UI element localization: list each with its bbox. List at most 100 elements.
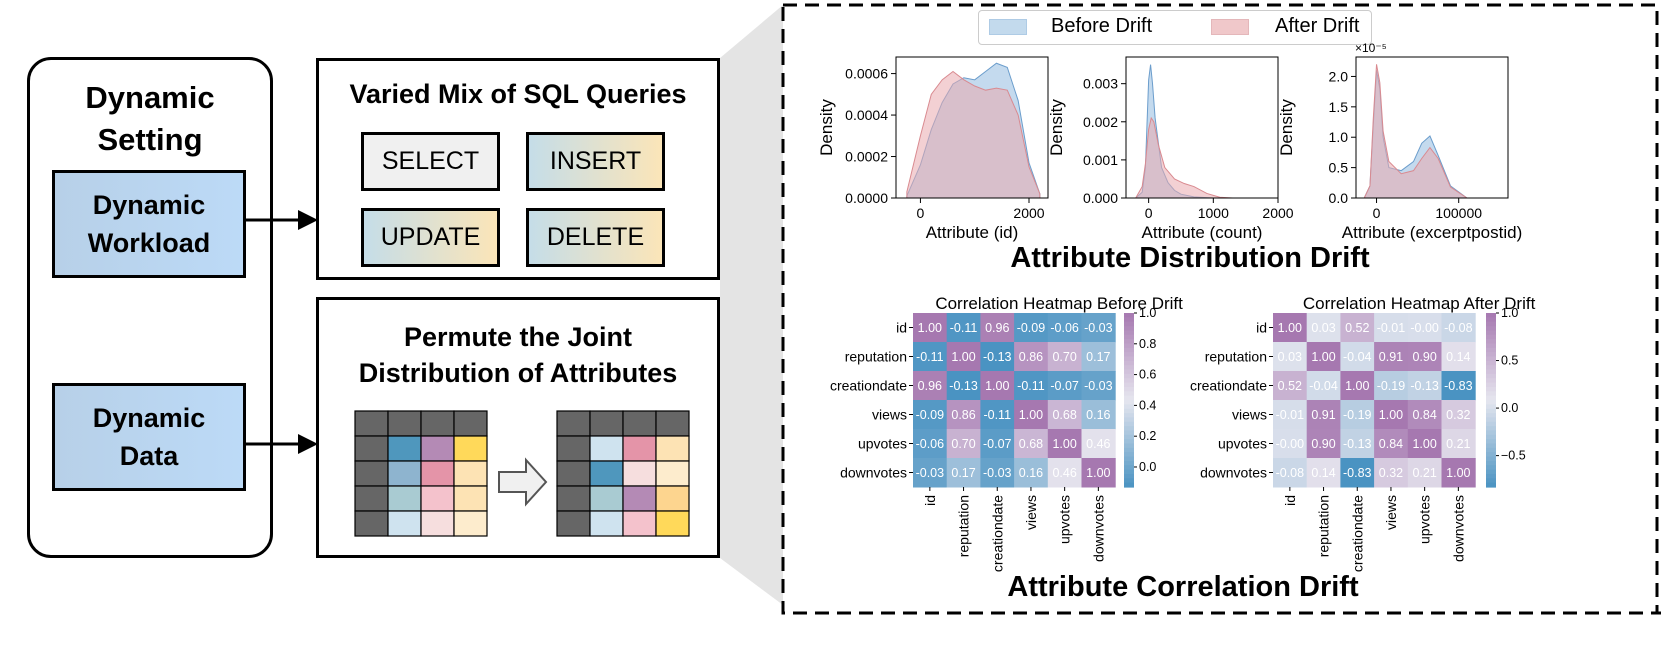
- colorbar-step: [1124, 326, 1134, 331]
- heatmap-cell-label: -0.07: [1050, 379, 1079, 393]
- grid-cell: [354, 410, 389, 437]
- y-axis-label: Density: [1277, 99, 1296, 156]
- colorbar-tick-label: 0.8: [1139, 337, 1156, 351]
- heatmap-cell: [1273, 371, 1308, 401]
- colorbar-step: [1486, 478, 1496, 484]
- heatmap-cell: [946, 458, 981, 488]
- heatmap-cell: [946, 400, 981, 430]
- colorbar-step: [1486, 356, 1496, 362]
- colorbar-step: [1486, 447, 1496, 453]
- heatmap-cell: [1014, 400, 1049, 430]
- heatmap-cell: [1081, 313, 1116, 343]
- heatmap-cell-label: -0.08: [1444, 321, 1473, 335]
- grid-cell: [453, 485, 488, 512]
- heatmap-cell-label: 0.32: [1446, 408, 1470, 422]
- x-axis-label: Attribute (id): [926, 223, 1019, 242]
- heatmap-cell-label: 1.00: [985, 379, 1009, 393]
- colorbar-step: [1124, 473, 1134, 479]
- colorbar-step: [1124, 434, 1134, 440]
- heatmap-cell-label: 0.91: [1379, 350, 1403, 364]
- colorbar-step: [1124, 339, 1134, 345]
- colorbar-step: [1486, 334, 1496, 340]
- legend-after-swatch: [1211, 19, 1249, 35]
- heatmap-cell-label: -0.13: [1343, 437, 1372, 451]
- workload-arrow-head: [298, 210, 318, 230]
- heatmap-cell-label: -0.03: [983, 466, 1012, 480]
- heatmap-cell: [1081, 371, 1116, 401]
- colorbar-step: [1124, 465, 1134, 471]
- query-delete: DELETE: [526, 208, 665, 267]
- colorbar-step: [1486, 430, 1496, 436]
- heatmap-cell: [1374, 371, 1409, 401]
- colorbar-step: [1124, 417, 1134, 423]
- grid-cell: [655, 410, 690, 437]
- grid-cell: [556, 510, 591, 537]
- heatmap-cell: [1081, 342, 1116, 372]
- heatmap-cell: [1081, 458, 1116, 488]
- x-tick-label: 1000: [1198, 205, 1229, 221]
- heatmap-cell: [1306, 429, 1341, 459]
- heatmap-cell: [913, 342, 948, 372]
- after-drift-area: [906, 70, 1041, 199]
- heatmap-cell-label: 0.14: [1446, 350, 1470, 364]
- row-label: views: [1232, 407, 1267, 423]
- plot-frame: [1125, 56, 1279, 199]
- row-label: downvotes: [840, 465, 907, 481]
- heatmap-cell-label: -0.13: [983, 350, 1012, 364]
- dynamic-data-label: Dynamic Data: [92, 403, 206, 471]
- heatmap-cell: [1407, 429, 1442, 459]
- dynamic-workload-box: Dynamic Workload: [52, 170, 246, 278]
- heatmap-before: Correlation Heatmap Before Drift1.00-0.1…: [830, 294, 1183, 572]
- heatmap-cell: [1306, 342, 1341, 372]
- grid-cell: [387, 435, 422, 462]
- colorbar-step: [1124, 413, 1134, 418]
- heatmap-cell-label: -0.83: [1343, 466, 1372, 480]
- heatmap-cell-label: 0.46: [1086, 437, 1110, 451]
- col-label: creationdate: [989, 495, 1005, 572]
- heatmap-cell-label: 1.00: [1019, 408, 1043, 422]
- y-tick-label: 2.0: [1329, 68, 1349, 84]
- heatmap-cell-label: -0.04: [1309, 379, 1338, 393]
- colorbar-step: [1124, 391, 1134, 397]
- x-tick-label: 100000: [1435, 205, 1482, 221]
- heatmap-cell: [1273, 313, 1308, 343]
- grid-cell: [655, 485, 690, 512]
- after-drift-area: [1363, 64, 1469, 199]
- grid-cell: [420, 435, 455, 462]
- heatmap-cell-label: -0.11: [950, 321, 978, 335]
- colorbar-step: [1124, 469, 1134, 475]
- heatmap-cell: [946, 342, 981, 372]
- heatmap-cell-label: 0.90: [1412, 350, 1436, 364]
- x-tick-label: 0: [1373, 205, 1381, 221]
- heatmap-cell: [1441, 458, 1476, 488]
- heatmap-cell: [1374, 429, 1409, 459]
- heatmap-cell: [1407, 400, 1442, 430]
- heatmap-cell-label: 0.46: [1052, 466, 1076, 480]
- colorbar-step: [1486, 473, 1496, 479]
- grid-cell: [556, 485, 591, 512]
- x-axis-label: Attribute (excerptpostid): [1342, 223, 1522, 242]
- heatmap-cell-label: -0.00: [1276, 437, 1305, 451]
- colorbar-step: [1124, 478, 1134, 484]
- colorbar-step: [1486, 365, 1496, 371]
- grid-cell: [354, 510, 389, 537]
- heatmap-cell-label: 1.00: [1086, 466, 1110, 480]
- heatmap-cell-label: -0.19: [1377, 379, 1406, 393]
- heatmap-cell: [1047, 342, 1082, 372]
- row-label: downvotes: [1200, 465, 1267, 481]
- heatmap-cell: [1340, 400, 1375, 430]
- col-label: upvotes: [1057, 495, 1073, 544]
- colorbar-step: [1124, 404, 1134, 410]
- heatmap-cell-label: 0.17: [1086, 350, 1110, 364]
- y-tick-label: 0.0002: [845, 149, 888, 165]
- colorbar-step: [1124, 356, 1134, 362]
- heatmap-cell: [980, 458, 1015, 488]
- colorbar-step: [1124, 430, 1134, 436]
- colorbar-step: [1124, 452, 1134, 458]
- heatmap-cell: [1340, 458, 1375, 488]
- heatmap-cell: [1374, 400, 1409, 430]
- colorbar-step: [1486, 404, 1496, 410]
- colorbar-step: [1124, 426, 1134, 432]
- heatmap-cell: [1047, 458, 1082, 488]
